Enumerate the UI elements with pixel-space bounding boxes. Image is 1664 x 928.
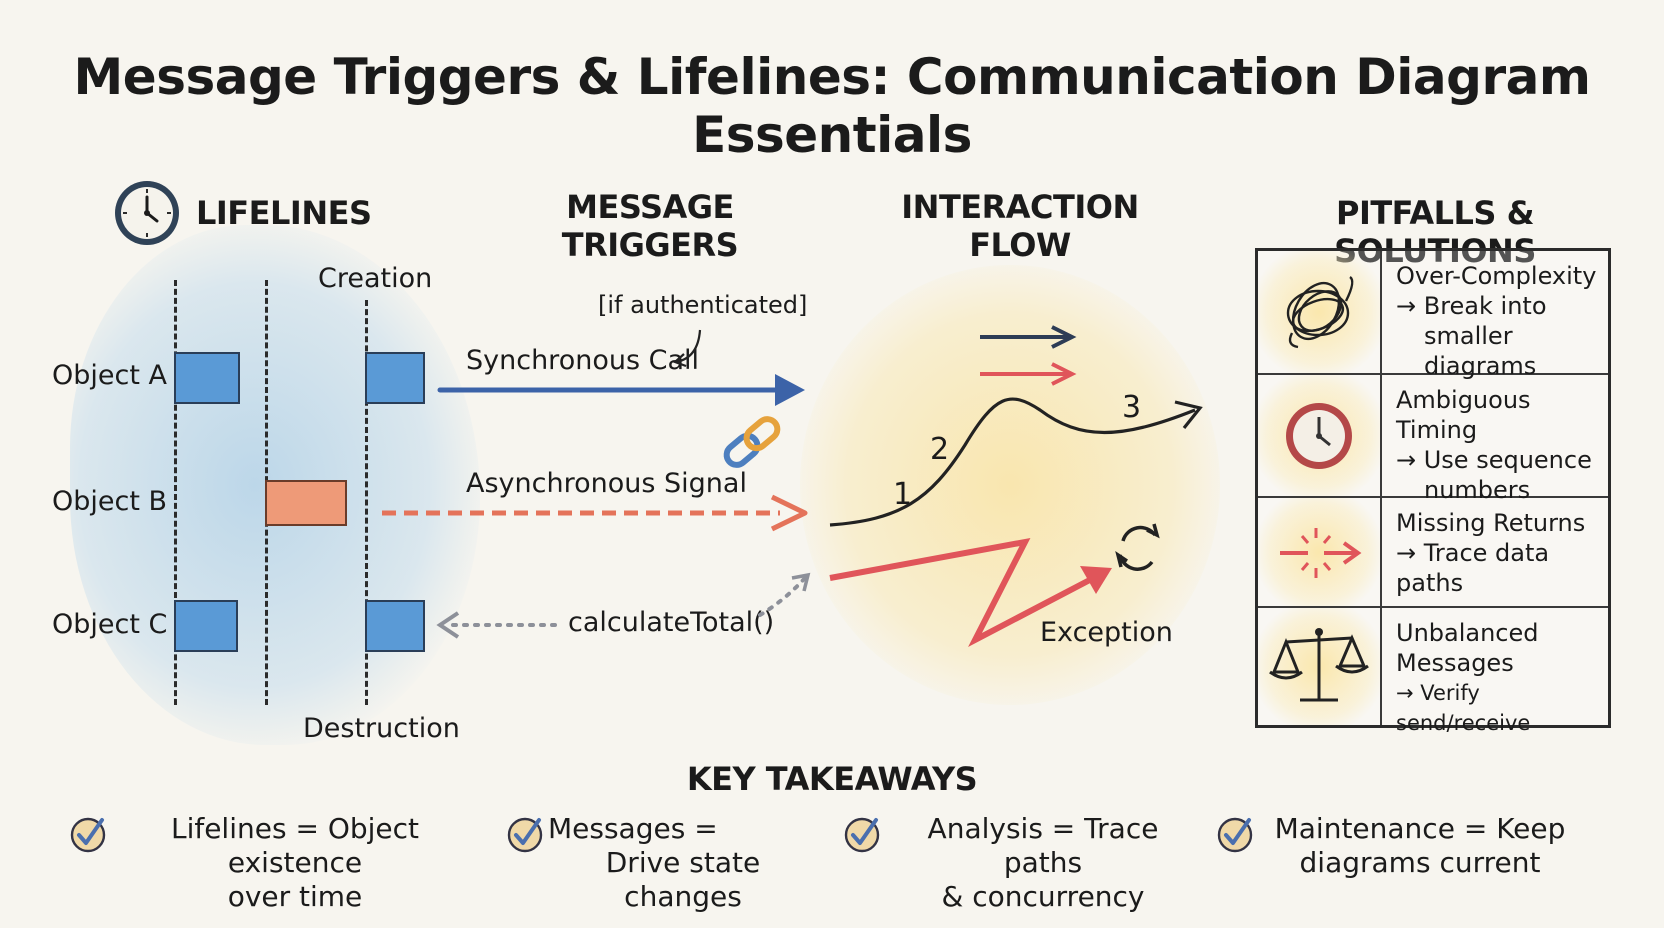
- creation-label: Creation: [318, 263, 433, 294]
- takeaway-item: Lifelines = Object existence over time: [115, 812, 475, 914]
- check-icon: [70, 817, 106, 853]
- pitfall-problem: Ambiguous Timing: [1396, 386, 1531, 444]
- activation-box-a1: [174, 352, 240, 404]
- activation-box-c1: [174, 600, 238, 652]
- interaction-flow-heading: INTERACTION FLOW: [900, 188, 1140, 264]
- pitfall-row: Over-Complexity → Break into smaller dia…: [1258, 251, 1608, 380]
- takeaway-line2: diagrams current: [1299, 846, 1541, 879]
- pitfall-problem: Over-Complexity: [1396, 262, 1597, 290]
- exception-zigzag-arrow: [829, 537, 1107, 648]
- takeaway-item: Maintenance = Keep diagrams current: [1260, 812, 1580, 880]
- activation-box-a2: [365, 352, 425, 404]
- exception-label: Exception: [1040, 617, 1173, 648]
- object-c-label: Object C: [52, 609, 168, 640]
- guard-condition-label: [if authenticated]: [598, 291, 808, 319]
- pitfall-solution: → Trace data paths: [1396, 539, 1550, 597]
- pitfall-solution-cont: numbers: [1424, 476, 1531, 504]
- pitfall-problem-cont: Messages: [1396, 649, 1514, 677]
- pitfall-problem: Unbalanced: [1396, 619, 1539, 647]
- asynchronous-signal-label: Asynchronous Signal: [466, 468, 747, 499]
- takeaway-line2: & concurrency: [941, 880, 1145, 913]
- balance-scale-icon: [1269, 628, 1369, 702]
- pitfall-icon-cell: [1258, 251, 1382, 373]
- flow-curve-arrow: [829, 397, 1196, 527]
- message-triggers-heading-line2: TRIGGERS: [561, 226, 739, 264]
- pitfall-solution: → Use sequence: [1396, 446, 1592, 474]
- sequence-number-2: 2: [930, 432, 950, 467]
- takeaway-line1: Lifelines = Object existence: [170, 812, 420, 879]
- pitfall-solution-cont: smaller diagrams: [1424, 322, 1537, 380]
- activation-box-c2: [365, 600, 425, 652]
- message-triggers-heading-line1: MESSAGE: [566, 188, 734, 226]
- activation-box-b: [265, 480, 347, 526]
- synchronous-call-label: Synchronous Call: [466, 345, 700, 376]
- check-icon: [844, 817, 880, 853]
- check-icon: [507, 817, 543, 853]
- takeaway-item: Messages = Drive state changes: [548, 812, 818, 914]
- lifeline-3: [365, 300, 368, 705]
- pitfall-row: Unbalanced Messages → Verify send/receiv…: [1258, 608, 1608, 735]
- pitfall-icon-cell: [1258, 375, 1382, 496]
- takeaway-line1: Messages =: [548, 812, 718, 845]
- pitfalls-table: Over-Complexity → Break into smaller dia…: [1255, 248, 1611, 735]
- check-icon: [1217, 817, 1253, 853]
- key-takeaways-heading: KEY TAKEAWAYS: [686, 760, 978, 798]
- message-triggers-heading: MESSAGE TRIGGERS: [560, 188, 740, 264]
- pitfall-row: Ambiguous Timing → Use sequence numbers: [1258, 375, 1608, 504]
- takeaway-item: Analysis = Trace paths & concurrency: [888, 812, 1198, 914]
- takeaway-line1: Maintenance = Keep: [1274, 812, 1566, 845]
- broken-arrow-icon: [1280, 528, 1362, 578]
- pitfall-icon-cell: [1258, 608, 1382, 725]
- interaction-flow-heading-line2: FLOW: [969, 226, 1071, 264]
- object-a-label: Object A: [52, 360, 167, 391]
- refresh-icon: [1115, 523, 1160, 571]
- guard-hook-arrow: [675, 329, 702, 364]
- link-icon: [723, 416, 781, 468]
- clock-icon: [1286, 403, 1352, 469]
- destruction-label: Destruction: [303, 713, 460, 744]
- object-b-label: Object B: [52, 486, 168, 517]
- calculate-total-label: calculateTotal(): [568, 607, 775, 638]
- lifelines-clock-icon: [112, 178, 182, 248]
- lifeline-1: [174, 280, 177, 705]
- return-source-arrow: [758, 576, 807, 617]
- takeaway-line2: Drive state changes: [605, 846, 761, 913]
- pitfall-row: Missing Returns → Trace data paths: [1258, 498, 1608, 608]
- interaction-flow-heading-line1: INTERACTION: [901, 188, 1139, 226]
- pitfall-icon-cell: [1258, 498, 1382, 606]
- pitfall-solution: → Break into: [1396, 292, 1547, 320]
- lifelines-heading: LIFELINES: [196, 194, 372, 232]
- sequence-number-1: 1: [893, 477, 913, 512]
- takeaway-line2: over time: [227, 880, 363, 913]
- pitfall-solution: → Verify send/receive: [1396, 681, 1531, 735]
- pitfall-problem: Missing Returns: [1396, 509, 1586, 537]
- sequence-number-3: 3: [1122, 390, 1142, 425]
- page-title: Message Triggers & Lifelines: Communicat…: [73, 48, 1591, 164]
- tangle-icon: [1286, 276, 1354, 349]
- takeaway-line1: Analysis = Trace paths: [927, 812, 1159, 879]
